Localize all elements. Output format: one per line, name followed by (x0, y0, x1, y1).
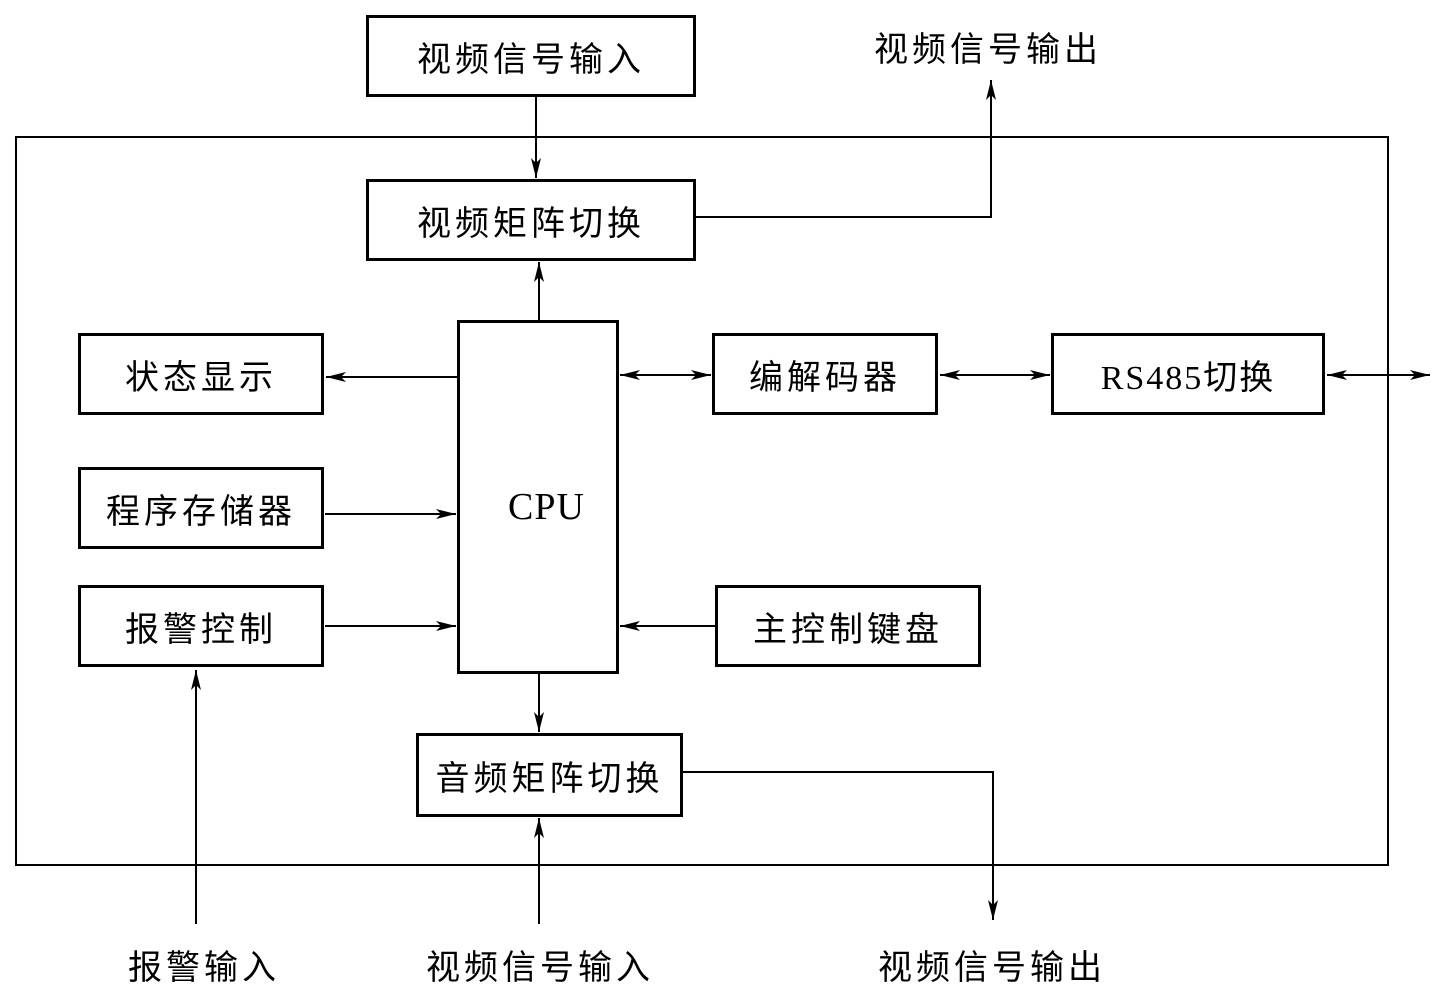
audio-matrix-label: 音频矩阵切换 (435, 758, 664, 799)
video-input-label: 视频信号输入 (417, 39, 645, 80)
program-memory-block: 程序存储器 (78, 467, 324, 549)
main-keyboard-block: 主控制键盘 (715, 585, 981, 667)
status-display-block: 状态显示 (78, 333, 324, 415)
alarm-input-label: 报警输入 (128, 948, 280, 988)
arrow-matrix-to-video-output (696, 80, 996, 218)
audio-matrix-block: 音频矩阵切换 (416, 733, 683, 817)
program-memory-label: 程序存储器 (106, 491, 296, 532)
main-keyboard-label: 主控制键盘 (753, 609, 943, 650)
video-matrix-label: 视频矩阵切换 (417, 203, 645, 244)
video-matrix-block: 视频矩阵切换 (366, 179, 696, 261)
video-input-block: 视频信号输入 (366, 15, 696, 97)
rs485-label: RS485切换 (1100, 359, 1276, 397)
rs485-block: RS485切换 (1051, 333, 1325, 415)
system-boundary (15, 136, 1389, 866)
video-output-top-label: 视频信号输出 (874, 30, 1102, 70)
alarm-control-block: 报警控制 (78, 585, 324, 667)
cpu-block: CPU (457, 320, 619, 674)
cpu-label: CPU (508, 486, 585, 528)
codec-block: 编解码器 (712, 333, 938, 415)
codec-label: 编解码器 (749, 357, 901, 398)
status-display-label: 状态显示 (125, 357, 277, 398)
video-input-bottom-label: 视频信号输入 (426, 948, 654, 988)
arrow-audio-matrix-to-output (682, 771, 998, 920)
alarm-control-label: 报警控制 (125, 609, 277, 650)
video-output-bottom-label: 视频信号输出 (878, 948, 1106, 988)
